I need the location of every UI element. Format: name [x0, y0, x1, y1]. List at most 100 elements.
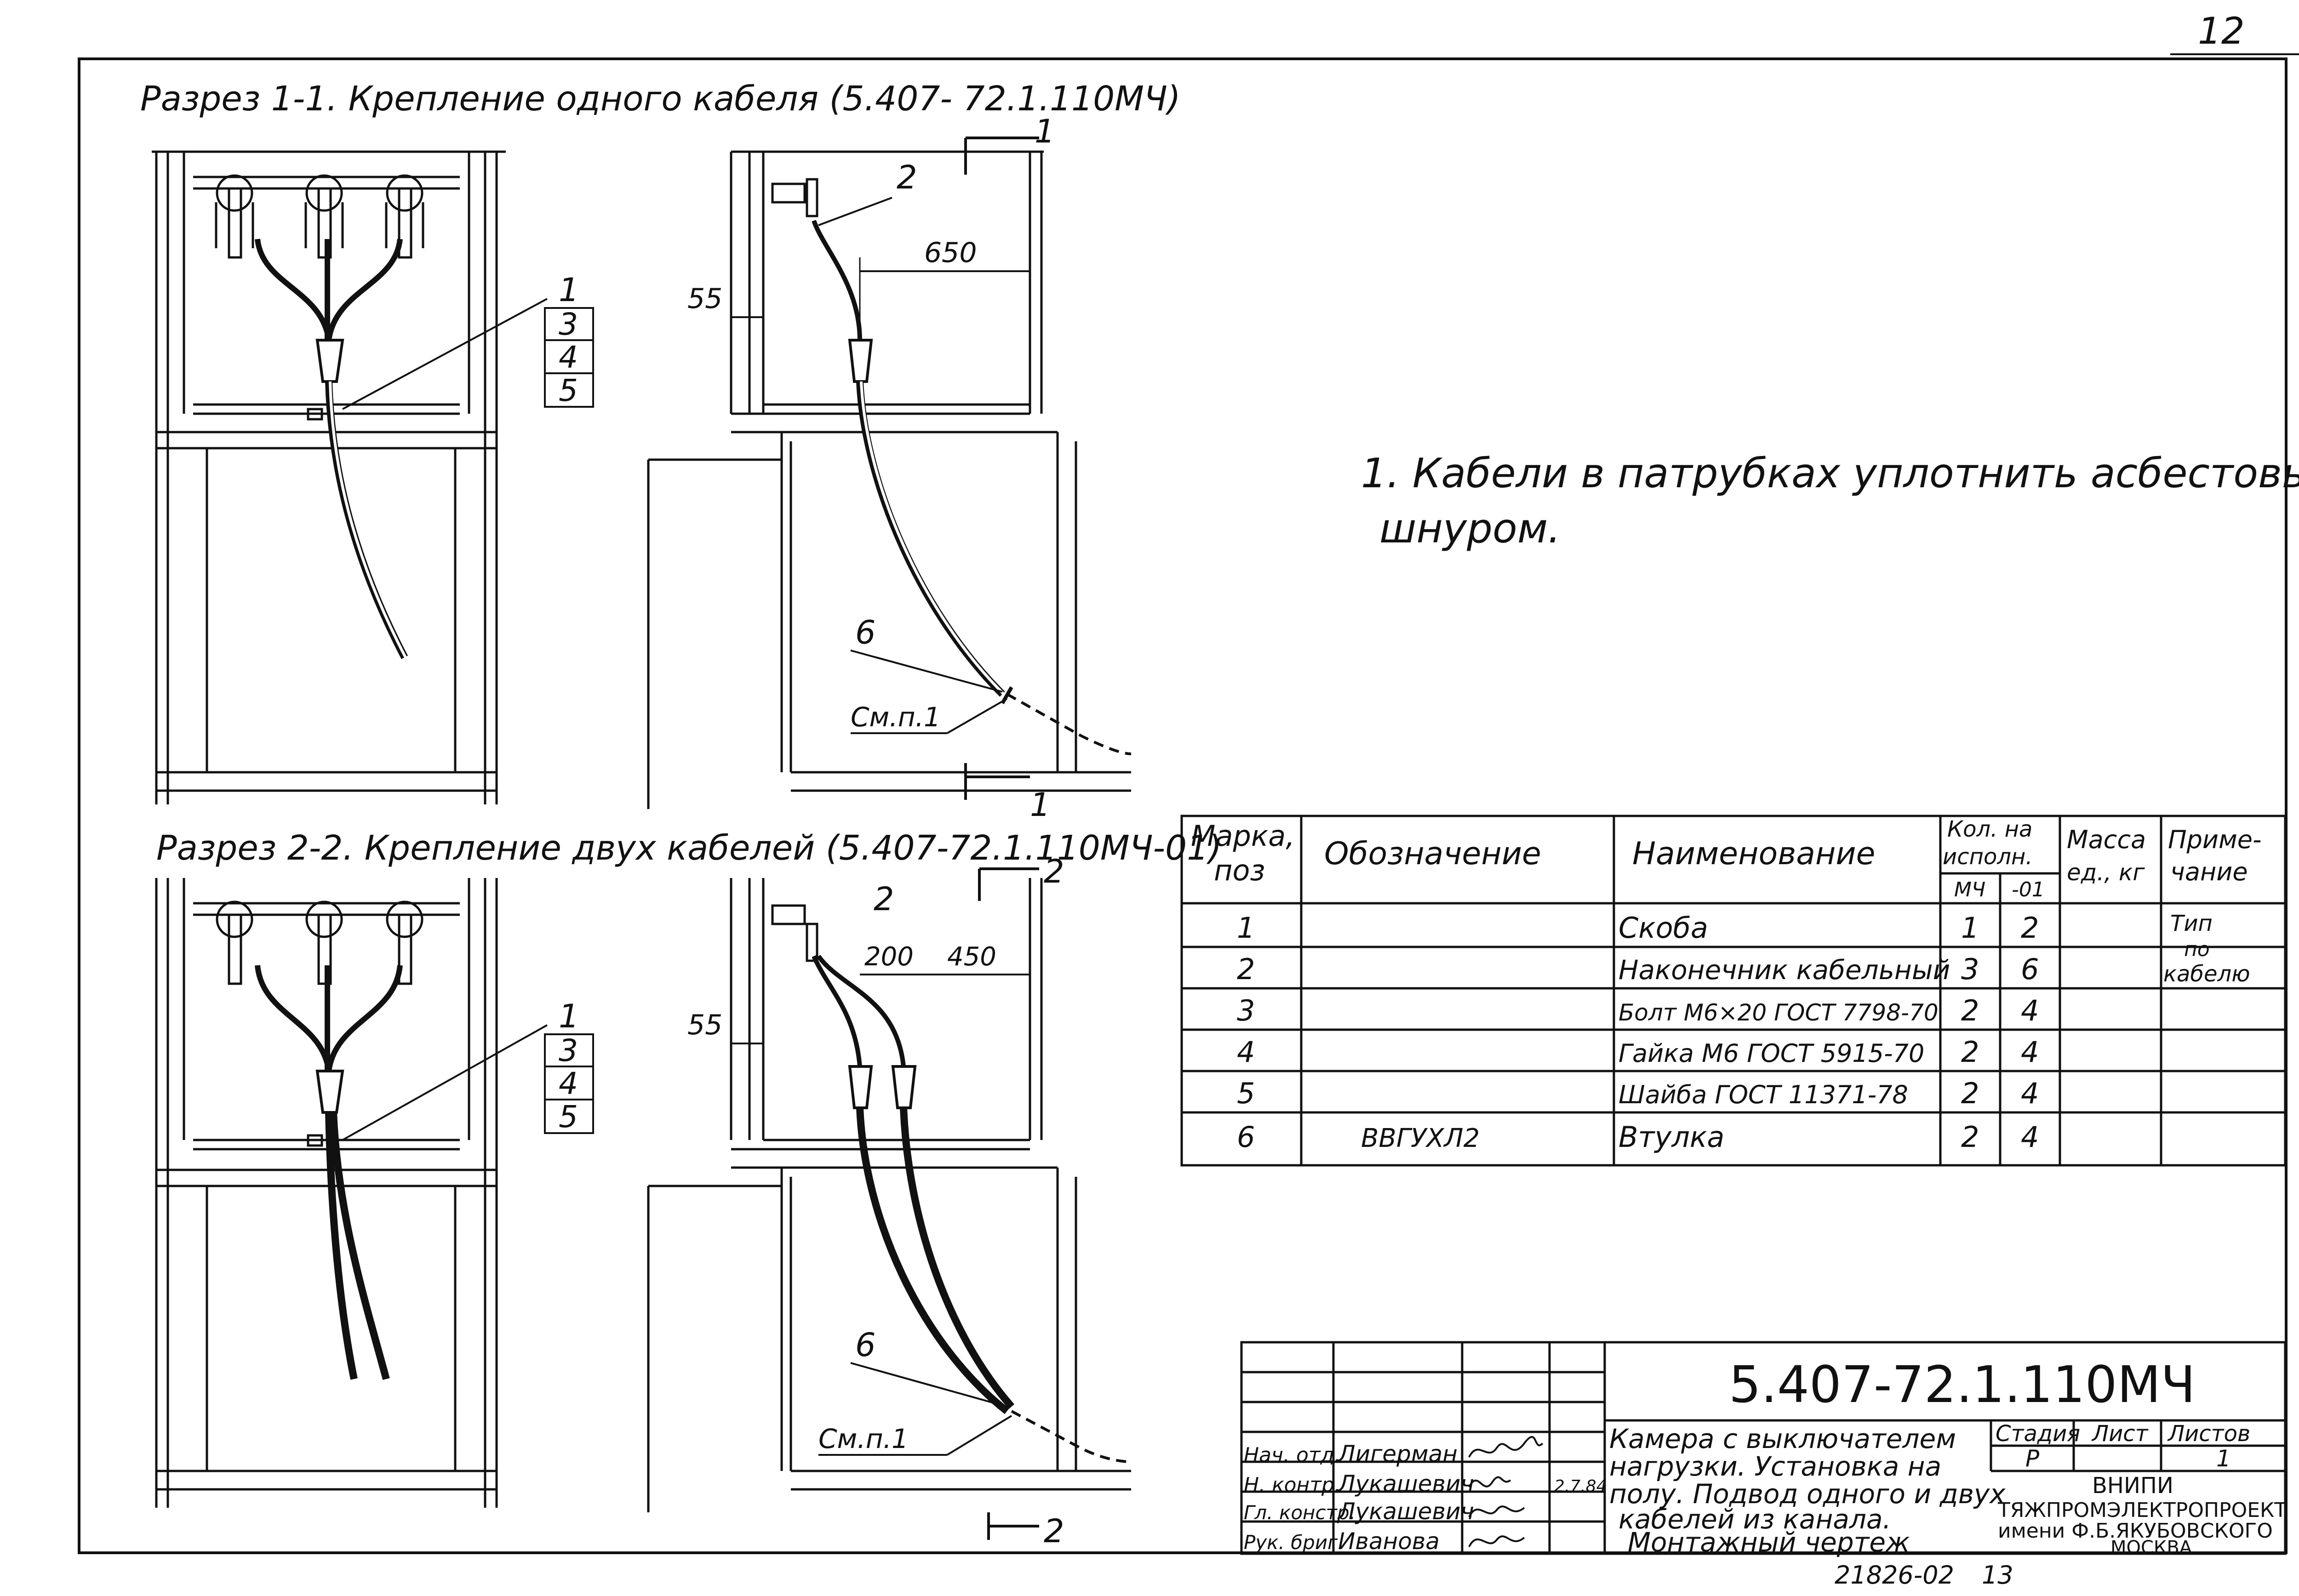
row-designation: ВВГУХЛ2	[1361, 1123, 1480, 1153]
org-line: имени Ф.Б.ЯКУБОВСКОГО	[1998, 1519, 2273, 1543]
header-name: Наименование	[1632, 836, 1875, 872]
pos-label: 4	[559, 1066, 578, 1101]
cut-mark: 2	[1044, 1512, 1064, 1550]
row-note: Тип	[2170, 911, 2213, 936]
signature	[1468, 1535, 1525, 1547]
org-line: ТЯЖПРОМЭЛЕКТРОПРОЕКТ	[1997, 1499, 2287, 1522]
signers: Нач. отд. Лигерман Н. контр. Лукашевич Г…	[1244, 1436, 1607, 1555]
row-note: кабелю	[2163, 961, 2250, 987]
dim-650: 650	[924, 237, 977, 269]
row-q2: 4	[2021, 994, 2039, 1027]
row-name: Шайба ГОСТ 11371-78	[1618, 1080, 1908, 1109]
description-line: кабелей из канала.	[1618, 1504, 1891, 1535]
row-name: Гайка М6 ГОСТ 5915-70	[1618, 1039, 1924, 1068]
description-line: полу. Подвод одного и двух	[1609, 1478, 2006, 1510]
pos-label: 5	[559, 1099, 578, 1134]
signer-role: Гл. констр.	[1244, 1501, 1355, 1524]
spec-table-rows: 1 Скоба 1 2 Тип по кабелю 2 Наконечник к…	[1237, 911, 2250, 1154]
row-q2: 2	[2021, 911, 2039, 945]
sheet-number: 12	[2198, 10, 2245, 52]
title-block	[1240, 1341, 2287, 1555]
title-description: Камера с выключателем нагрузки. Установк…	[1609, 1423, 2006, 1558]
header-mass: ед., кг	[2067, 859, 2145, 886]
sign-date: 2.7.84	[1554, 1477, 1607, 1496]
cut-mark: 1	[1035, 113, 1055, 150]
row-q2: 4	[2021, 1035, 2039, 1069]
doc-code: 5.407-72.1.110МЧ	[1729, 1355, 2196, 1414]
archive-number: 21826-02	[1835, 1561, 1954, 1590]
section-1-title: Разрез 1-1. Крепление одного кабеля (5.4…	[140, 79, 1181, 119]
signer-role: Нач. отд.	[1244, 1443, 1341, 1467]
header-qty-sub: -01	[2012, 878, 2045, 901]
row-pos: 1	[1237, 911, 1255, 945]
archive-sheet: 13	[1982, 1561, 2013, 1590]
dim-200: 200	[864, 942, 914, 972]
row-pos: 2	[1237, 952, 1255, 986]
pos-label: 3	[559, 1033, 578, 1068]
row-pos: 5	[1237, 1077, 1255, 1110]
header-mass: Масса	[2067, 825, 2146, 854]
header-note: чание	[2170, 857, 2248, 886]
header-mark: Марка,	[1191, 819, 1295, 853]
spec-table	[1180, 815, 2287, 1167]
ref-note: См.п.1	[851, 701, 941, 733]
org-line: ВНИПИ	[2092, 1473, 2173, 1499]
section-2-front-view	[155, 878, 498, 1508]
row-q2: 4	[2021, 1120, 2039, 1154]
sheets-value: 1	[2216, 1445, 2231, 1472]
row-q1: 2	[1961, 1035, 1979, 1069]
row-q2: 6	[2021, 952, 2039, 986]
ref-note: См.п.1	[818, 1423, 909, 1454]
stage-value: Р	[2025, 1445, 2040, 1472]
section-2-side-view	[647, 867, 1132, 1540]
header-qty-sub: МЧ	[1954, 878, 1985, 901]
signer-name: Иванова	[1338, 1528, 1440, 1555]
signer-role: Н. контр.	[1244, 1473, 1341, 1497]
signature	[1468, 1476, 1511, 1488]
signer-name: Лукашевич	[1337, 1471, 1474, 1497]
dim-55: 55	[687, 1009, 722, 1041]
row-q1: 2	[1961, 1077, 1979, 1110]
pos-label: 1	[559, 271, 579, 309]
row-q2: 4	[2021, 1077, 2039, 1110]
row-q1: 1	[1961, 911, 1979, 945]
signer-role: Рук. бриг.	[1244, 1531, 1344, 1554]
row-q1: 2	[1961, 994, 1979, 1027]
dim-55: 55	[687, 283, 722, 315]
dim-450: 450	[947, 942, 996, 972]
callout-2: 2	[897, 159, 917, 196]
spec-table-header: Марка, поз Обозначение Наименование Кол.…	[1191, 816, 2261, 901]
stage-label: Стадия	[1996, 1421, 2080, 1447]
sheets-label: Листов	[2167, 1421, 2250, 1447]
note-line-1: 1. Кабели в патрубках уплотнить асбестов…	[1361, 450, 2299, 497]
row-name: Втулка	[1618, 1120, 1724, 1154]
signature	[1468, 1505, 1525, 1517]
pos-label: 3	[559, 307, 578, 342]
callout-6: 6	[855, 1326, 876, 1364]
row-name: Наконечник кабельный	[1618, 954, 1950, 986]
row-pos: 3	[1237, 994, 1255, 1027]
row-q1: 2	[1961, 1120, 1979, 1154]
pos-label: 4	[559, 340, 578, 375]
row-pos: 6	[1237, 1120, 1255, 1154]
org-name: ВНИПИ ТЯЖПРОМЭЛЕКТРОПРОЕКТ имени Ф.Б.ЯКУ…	[1997, 1473, 2287, 1558]
callout-6: 6	[855, 614, 876, 651]
header-designation: Обозначение	[1324, 836, 1541, 872]
section-2-title: Разрез 2-2. Крепление двух кабелей (5.40…	[156, 828, 1222, 868]
note-line-2: шнуром.	[1379, 505, 1561, 552]
pos-label: 5	[559, 373, 578, 408]
sheet-label: Лист	[2091, 1421, 2149, 1447]
header-qty: исполн.	[1943, 844, 2033, 870]
header-mark: поз	[1214, 854, 1265, 887]
pos-label: 1	[559, 998, 579, 1035]
row-pos: 4	[1237, 1035, 1255, 1069]
row-name: Скоба	[1618, 911, 1708, 945]
drawing-frame	[78, 57, 2288, 1554]
org-line: МОСКВА	[2110, 1537, 2192, 1558]
row-q1: 3	[1961, 952, 1979, 986]
section-2-pos-stack: 1 3 4 5	[342, 998, 594, 1141]
description-line: Монтажный чертеж	[1628, 1527, 1910, 1558]
cut-mark: 1	[1030, 786, 1051, 824]
callout-2: 2	[874, 880, 894, 918]
